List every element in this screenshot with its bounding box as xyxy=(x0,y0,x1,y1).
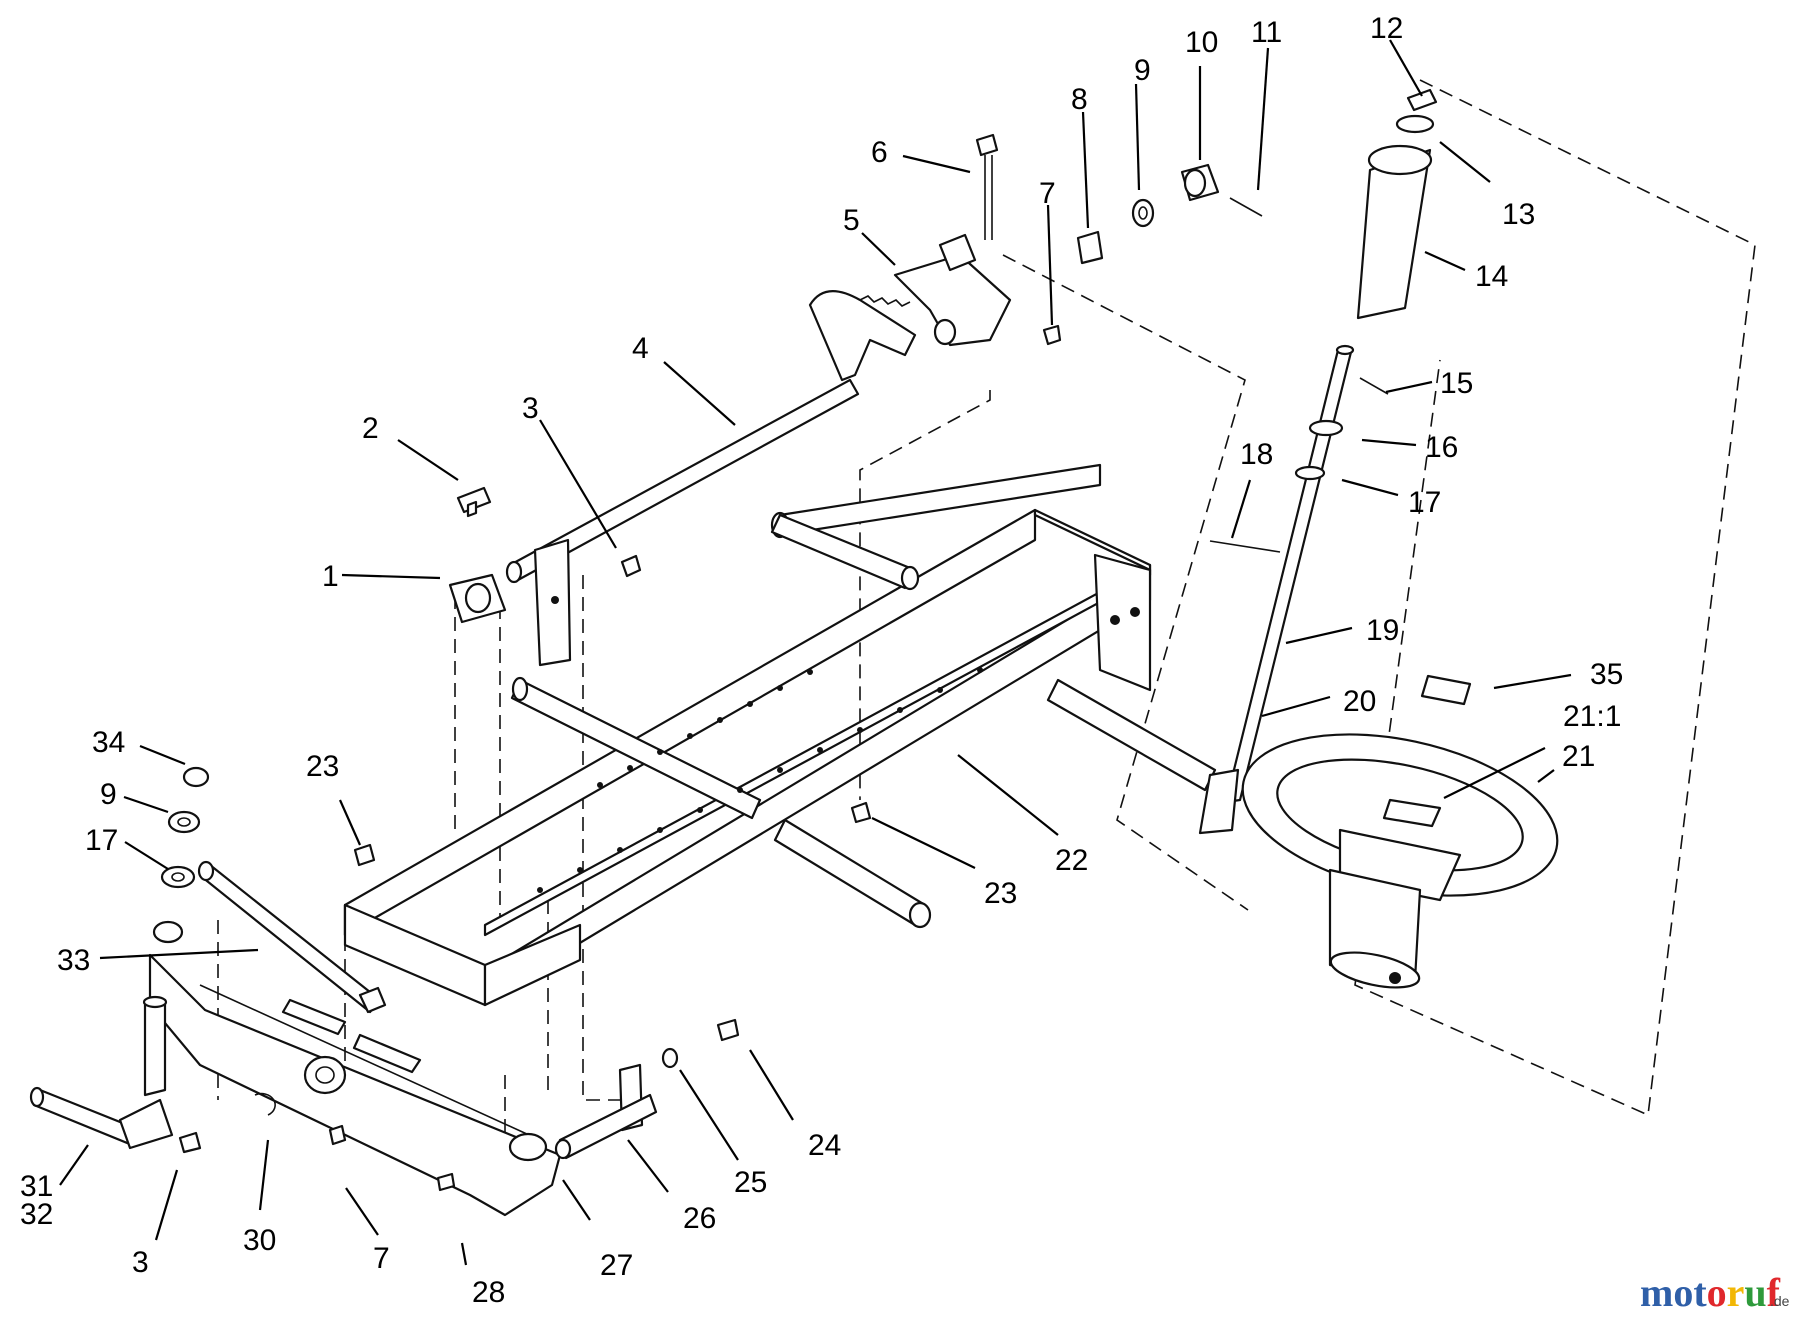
callout-33: 33 xyxy=(57,944,90,977)
wm-letter: u xyxy=(1744,1270,1766,1315)
callout-22: 22 xyxy=(1055,844,1088,877)
callout-18: 18 xyxy=(1240,438,1273,471)
callout-14: 14 xyxy=(1475,260,1508,293)
callout-26: 26 xyxy=(683,1202,716,1235)
steering-column xyxy=(1198,88,1559,989)
callout-13: 13 xyxy=(1502,198,1535,231)
callout-9-axle: 9 xyxy=(100,778,117,811)
callout-2: 2 xyxy=(362,412,379,445)
wm-letter: o xyxy=(1673,1270,1693,1315)
wm-letter: f xyxy=(1767,1270,1781,1315)
callout-20: 20 xyxy=(1343,685,1376,718)
callout-30: 30 xyxy=(243,1224,276,1257)
wm-suffix: .de xyxy=(1770,1293,1790,1309)
callout-23-rail: 23 xyxy=(984,877,1017,910)
wm-letter: t xyxy=(1693,1270,1707,1315)
callout-7-bracket: 7 xyxy=(1039,177,1056,210)
callout-9-shaft: 9 xyxy=(1134,54,1151,87)
wm-letter: m xyxy=(1640,1270,1673,1315)
front-axle-assembly xyxy=(29,766,872,1217)
callout-3-axle: 3 xyxy=(132,1246,149,1279)
callout-1: 1 xyxy=(322,560,339,593)
callout-15: 15 xyxy=(1440,367,1473,400)
wm-letter: r xyxy=(1727,1270,1745,1315)
wm-letter: o xyxy=(1707,1270,1727,1315)
callout-12: 12 xyxy=(1370,12,1403,45)
callout-24: 24 xyxy=(808,1129,841,1162)
callouts: 1 2 3 3 4 5 6 7 7 8 9 9 10 11 12 13 14 1… xyxy=(20,12,1623,1309)
callout-35: 35 xyxy=(1590,658,1623,691)
callout-6: 6 xyxy=(871,136,888,169)
callout-21-1: 21:1 xyxy=(1563,700,1621,733)
frame-assembly xyxy=(343,463,1217,1007)
callout-27: 27 xyxy=(600,1249,633,1282)
callout-16: 16 xyxy=(1425,431,1458,464)
callout-3-shaft: 3 xyxy=(522,392,539,425)
callout-23-frame: 23 xyxy=(306,750,339,783)
leader-lines xyxy=(59,39,1572,1266)
callout-4: 4 xyxy=(632,332,649,365)
callout-7-axle: 7 xyxy=(373,1242,390,1275)
callout-19: 19 xyxy=(1366,614,1399,647)
callout-5: 5 xyxy=(843,204,860,237)
motoruf-watermark: motoruf .de xyxy=(1640,1270,1790,1315)
callout-28: 28 xyxy=(472,1276,505,1309)
callout-17-shaft: 17 xyxy=(1408,486,1441,519)
callout-10: 10 xyxy=(1185,26,1218,59)
svg-text:motoruf: motoruf xyxy=(1640,1270,1781,1315)
steering-shaft-assembly xyxy=(448,133,1263,667)
callout-21: 21 xyxy=(1562,740,1595,773)
callout-32: 32 xyxy=(20,1198,53,1231)
callout-25: 25 xyxy=(734,1166,767,1199)
callout-8: 8 xyxy=(1071,83,1088,116)
callout-11: 11 xyxy=(1251,16,1282,49)
callout-34: 34 xyxy=(92,726,125,759)
frame-holes xyxy=(537,607,1140,893)
callout-17-axle: 17 xyxy=(85,824,118,857)
callout-31: 31 xyxy=(20,1170,53,1203)
